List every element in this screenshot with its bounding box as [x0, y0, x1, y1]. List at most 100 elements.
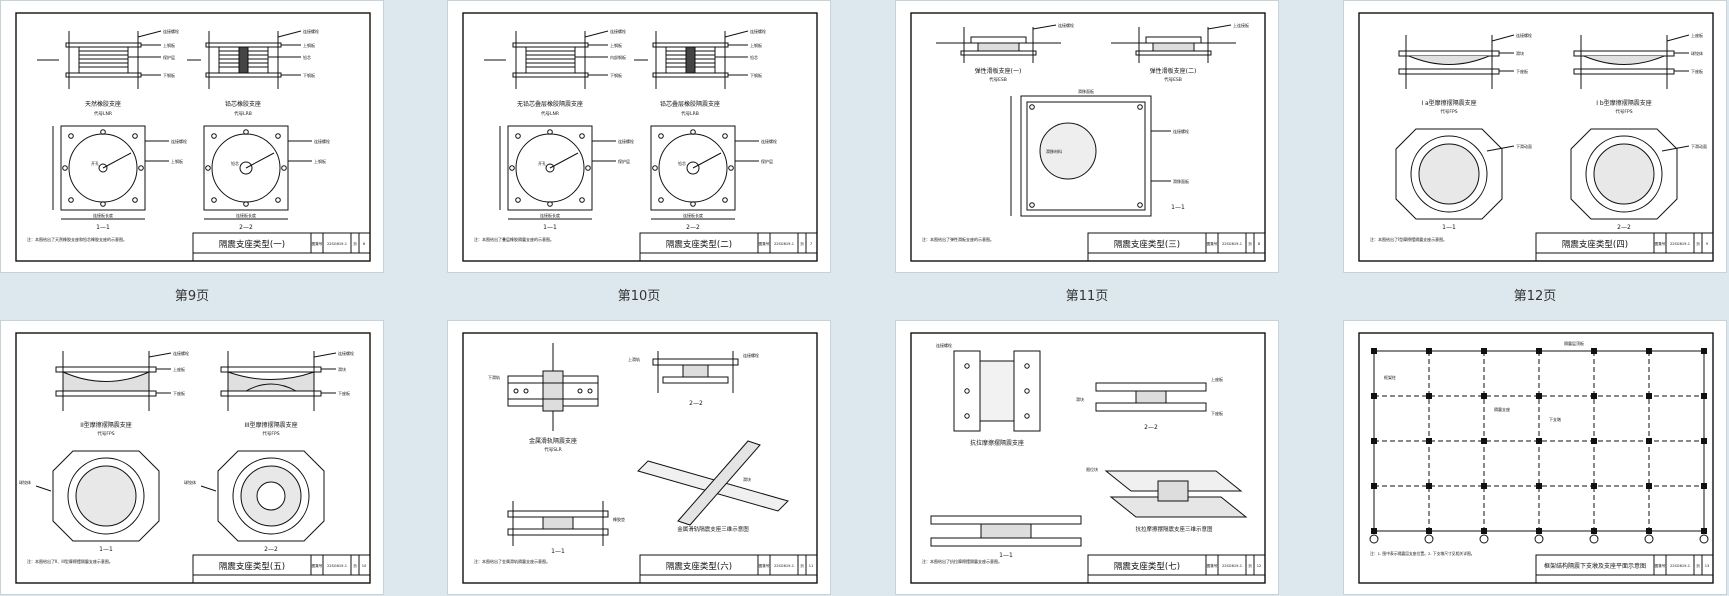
callout-text: 连接螺栓 — [618, 138, 634, 144]
page-thumbnail[interactable]: I a型摩擦摆隔震支座 代号FPS I b型摩擦摆隔震支座 代号FPS 连接螺栓… — [1343, 0, 1727, 273]
page-thumbnail[interactable]: 金属滑轨隔震支座 代号SLR 金属滑轨隔震支座三维示意图 2—2 1—1 上滑轨… — [447, 320, 831, 595]
atlas-no: 22SG619-1 — [1670, 242, 1690, 246]
atlas-no: 22SG619-1 — [1222, 242, 1242, 246]
section-label: 2—2 — [264, 546, 278, 553]
drawing-sheet: 金属滑轨隔震支座 代号SLR 金属滑轨隔震支座三维示意图 2—2 1—1 上滑轨… — [462, 332, 818, 584]
callout-text: 连接螺栓 — [163, 28, 179, 34]
callout-text: 上钢板 — [171, 158, 183, 164]
sheet-title: 隔震支座类型(五) — [219, 561, 285, 572]
page-no: 12 — [1257, 564, 1262, 568]
callout-text: 保护层 — [761, 158, 773, 164]
fig-label: 金属滑轨隔震支座 — [529, 437, 577, 445]
fig-code: 代号FPS — [1440, 108, 1457, 115]
page-thumbnail[interactable]: 抗拉摩擦摆隔震支座 2—2 1—1 抗拉摩擦摆隔震支座三维示意图 连接螺栓 上座… — [895, 320, 1279, 595]
page-no: 6 — [363, 242, 366, 246]
fig-label: 抗拉摩擦摆隔震支座 — [970, 439, 1024, 447]
callout-text: 开孔 — [91, 160, 99, 166]
fig-code: 代号ESB — [1164, 76, 1182, 83]
page-thumbnail[interactable]: II型摩擦摆隔震支座 代号FPS III型摩擦摆隔震支座 代号FPS 连接螺栓 … — [0, 320, 384, 595]
page-no: 8 — [1258, 242, 1261, 246]
callout-text: 连接螺栓 — [338, 350, 354, 356]
drawing-sheet: 无铅芯叠层橡胶隔震支座 代号LNR 铅芯叠层橡胶隔震支座 代号LRB 连接螺栓 … — [462, 12, 818, 262]
page-thumbnail[interactable]: 弹性滑板支座(一) 代号ESB 弹性滑板支座(二) 代号ESB 连接螺栓 上连接… — [895, 0, 1279, 273]
callout-text: 连接螺栓 — [610, 28, 626, 34]
fig-label: II型摩擦摆隔震支座 — [80, 421, 132, 429]
callout-text: 下滑轨 — [488, 374, 500, 380]
page-thumbnail[interactable]: 无铅芯叠层橡胶隔震支座 代号LNR 铅芯叠层橡胶隔震支座 代号LRB 连接螺栓 … — [447, 0, 831, 273]
fig-code: 代号FPS — [1615, 108, 1632, 115]
page-thumbnail[interactable]: 天然橡胶支座 代号LNR 铅芯橡胶支座 代号LRB 连接螺栓 上钢板 保护层 下… — [0, 0, 384, 273]
atlas-no-label: 图集号 — [759, 241, 770, 246]
callout-text: 下座板 — [1211, 410, 1223, 416]
sheet-note: 注：本图给出了天然橡胶支座和铅芯橡胶支座的示意图。 — [27, 236, 127, 242]
callout-text: 滑移材料 — [1046, 148, 1062, 154]
callout-text: 下座板 — [338, 390, 350, 396]
callout-text: 下钢板 — [303, 72, 315, 78]
page-label[interactable]: 第12页 — [1513, 289, 1557, 304]
callout-text: 内部钢板 — [610, 54, 626, 60]
callout-text: 橡胶垫 — [613, 516, 625, 522]
dim-label: 连接板长度 — [236, 212, 256, 218]
callout-text: 上钢板 — [163, 42, 175, 48]
callout-text: 上滑轨 — [628, 356, 640, 362]
callout-text: 下座板 — [1516, 68, 1528, 74]
atlas-no-label: 图集号 — [1655, 241, 1666, 246]
callout-text: 限位块 — [1086, 466, 1098, 472]
callout-text: 连接螺栓 — [750, 28, 766, 34]
atlas-no-label: 图集号 — [1207, 241, 1218, 246]
callout-text: 隔震层顶板 — [1564, 340, 1584, 346]
atlas-no: 22SG619-1 — [1222, 564, 1242, 568]
sheet-title: 隔震支座类型(六) — [666, 561, 732, 572]
callout-text: 滑块 — [743, 476, 751, 482]
callout-text: 连接螺栓 — [1173, 128, 1189, 134]
callout-text: 上钢板 — [314, 158, 326, 164]
section-label: 2—2 — [686, 224, 700, 231]
fig-code: 代号LNR — [541, 110, 559, 117]
drawing-sheet: I a型摩擦摆隔震支座 代号FPS I b型摩擦摆隔震支座 代号FPS 连接螺栓… — [1358, 12, 1714, 262]
callout-text: 开孔 — [538, 160, 546, 166]
fig-code: 代号FPS — [262, 430, 279, 437]
sheet-note: 注：本图给出了II、III型摩擦摆隔震支座示意图。 — [27, 558, 113, 564]
page-thumbnail[interactable]: 隔震层顶板 隔震支座 下支墩 框架柱 注：1. 图中表示隔震层支座位置。2. 下… — [1343, 320, 1727, 595]
atlas-no: 22SG619-1 — [1670, 564, 1690, 568]
page-label[interactable]: 第9页 — [174, 289, 210, 304]
callout-text: 上座板 — [1211, 376, 1223, 382]
sheet-note: 注：1. 图中表示隔震层支座位置。2. 下支墩尺寸见相关详图。 — [1370, 551, 1475, 556]
fig-label: 弹性滑板支座(一) — [975, 67, 1022, 75]
page-label[interactable]: 第11页 — [1065, 289, 1109, 304]
section-label: 1—1 — [551, 548, 565, 555]
callout-text: 连接螺栓 — [171, 138, 187, 144]
callout-text: 滑块 — [1076, 396, 1084, 402]
sheet-title: 隔震支座类型(一) — [219, 239, 285, 250]
callout-text: 球铰体 — [184, 479, 196, 485]
callout-text: 连接螺栓 — [303, 28, 319, 34]
section-label: 2—2 — [239, 224, 253, 231]
callout-text: 铅芯 — [231, 160, 239, 166]
drawing-sheet: 抗拉摩擦摆隔震支座 2—2 1—1 抗拉摩擦摆隔震支座三维示意图 连接螺栓 上座… — [910, 332, 1266, 584]
page-no: 11 — [809, 564, 814, 568]
dim-label: 连接板长度 — [540, 212, 560, 218]
callout-text: 下滑动面 — [1691, 143, 1707, 149]
fig-label: III型摩擦摆隔震支座 — [244, 421, 297, 429]
fig-label: 金属滑轨隔震支座三维示意图 — [677, 525, 749, 533]
callout-text: 滑移面板 — [1173, 178, 1189, 184]
sheet-title: 框架结构隔震下支墩及支座平面示意图 — [1544, 562, 1646, 570]
section-label: 1—1 — [99, 546, 113, 553]
fig-code: 代号LRB — [681, 110, 699, 117]
atlas-no-label: 图集号 — [1207, 563, 1218, 568]
dim-label: 连接板长度 — [683, 212, 703, 218]
page-label[interactable]: 第10页 — [617, 289, 661, 304]
callout-text: 上座板 — [173, 366, 185, 372]
sheet-title: 隔震支座类型(七) — [1114, 561, 1180, 572]
atlas-no-label: 图集号 — [1655, 563, 1666, 568]
section-label: 2—2 — [1144, 424, 1158, 431]
callout-text: 保护层 — [618, 158, 630, 164]
fig-label: 天然橡胶支座 — [85, 100, 121, 108]
callout-text: 上连接板 — [1233, 22, 1249, 28]
callout-text: 隔震支座 — [1494, 406, 1510, 412]
atlas-no: 22SG619-1 — [774, 242, 794, 246]
drawing-sheet: 隔震层顶板 隔震支座 下支墩 框架柱 注：1. 图中表示隔震层支座位置。2. 下… — [1358, 332, 1714, 584]
drawing-sheet: 弹性滑板支座(一) 代号ESB 弹性滑板支座(二) 代号ESB 连接螺栓 上连接… — [910, 12, 1266, 262]
page-no-label: 页 — [1696, 563, 1700, 568]
fig-label: 铅芯叠层橡胶隔震支座 — [660, 100, 720, 108]
